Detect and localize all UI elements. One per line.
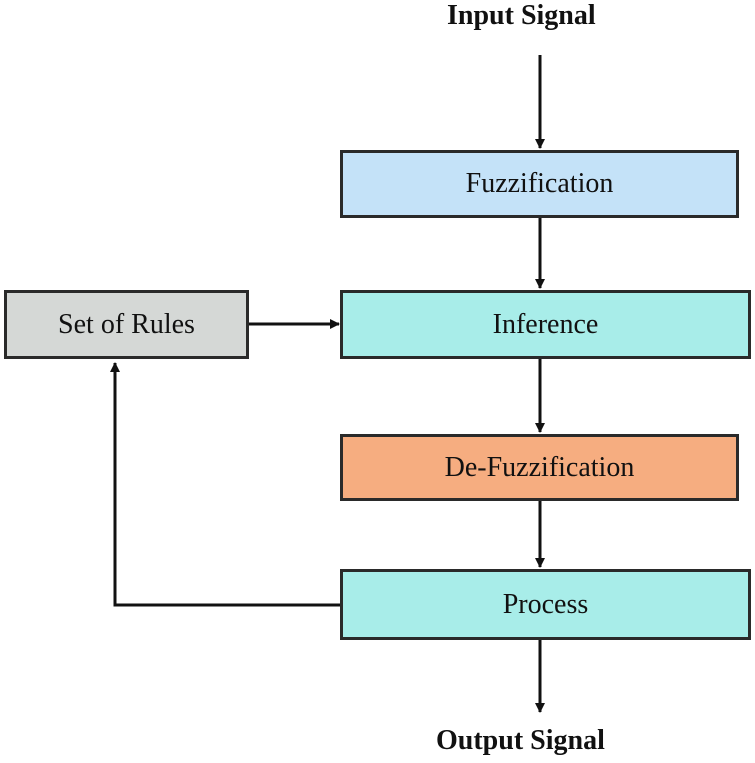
fuzzification-box: Fuzzification (340, 150, 739, 218)
process-box: Process (340, 569, 751, 640)
set-of-rules-box: Set of Rules (4, 290, 249, 359)
output-signal-label: Output Signal (436, 725, 605, 756)
defuzzification-label: De-Fuzzification (444, 451, 635, 483)
arrow-process-to-rules (110, 362, 340, 607)
input-signal-label: Input Signal (447, 0, 596, 31)
inference-box: Inference (340, 290, 751, 359)
inference-label: Inference (492, 308, 599, 340)
fuzzification-label: Fuzzification (465, 168, 614, 199)
defuzzification-box: De-Fuzzification (340, 434, 739, 501)
set-of-rules-label: Set of Rules (58, 308, 195, 340)
process-label: Process (502, 588, 589, 620)
